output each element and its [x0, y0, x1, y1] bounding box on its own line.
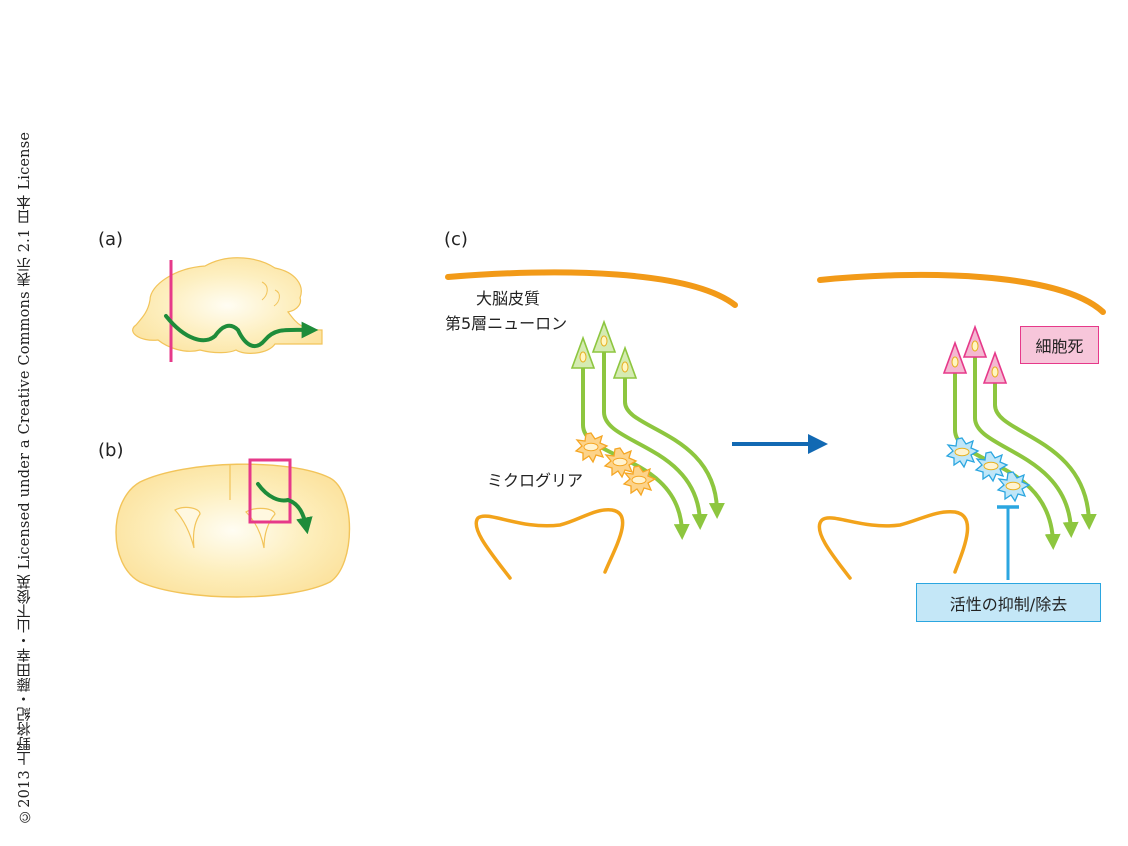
neuron [612, 345, 638, 379]
panel-label-c: (c) [444, 229, 468, 250]
cortex-label-line1: 大脳皮質 [476, 289, 541, 308]
microglia-cell [945, 437, 980, 469]
microglia-suppressed [945, 437, 1031, 503]
neuron [591, 319, 617, 353]
microglia-cell [574, 432, 609, 464]
panel-label-a: (a) [98, 229, 124, 250]
cortical-surface-arc-left [445, 269, 738, 308]
sagittal-brain [132, 257, 323, 354]
cell-death-label: 細胞死 [1020, 326, 1099, 364]
microglia-cell [974, 451, 1009, 483]
cortical-surface-arc-right [817, 271, 1106, 315]
neurons-dying [942, 324, 1008, 384]
cortex-label-line2: 第5層ニューロン [445, 314, 568, 333]
axon-path-sagittal [164, 314, 319, 349]
microglia-cell [603, 447, 638, 479]
copyright-credit: ©2013 上野将紀・藤田幸・山下俊英 Licensed under a Cre… [17, 131, 33, 824]
neuron [982, 350, 1008, 384]
ventricle-outline-left [474, 508, 625, 580]
axon-bundle-left [581, 352, 725, 540]
coronal-brain [115, 463, 351, 598]
neuron [962, 324, 988, 358]
microglia-cell [622, 465, 657, 497]
suppression-label: 活性の抑制/除去 [916, 583, 1101, 622]
microglia-activated [574, 432, 657, 497]
neurons-healthy [570, 319, 638, 379]
panel-label-b: (b) [98, 440, 124, 461]
microglia-cell [996, 471, 1031, 503]
neuron [942, 340, 968, 374]
neuron [570, 335, 596, 369]
ventricle-outline-right [817, 510, 970, 580]
inhibition-symbol [997, 505, 1019, 580]
region-box [248, 458, 292, 524]
microglia-label: ミクログリア [487, 471, 584, 490]
axon-path-coronal [256, 482, 313, 535]
